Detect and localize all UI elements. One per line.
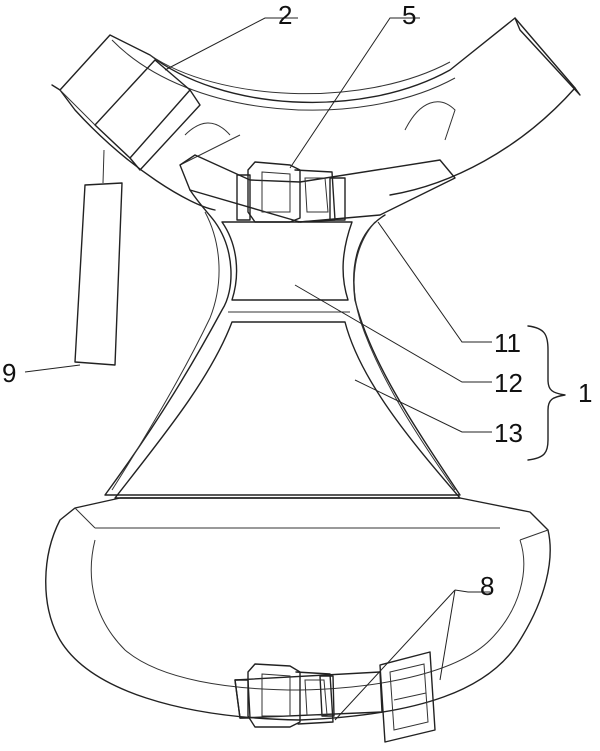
label-13: 13 [494, 418, 523, 448]
leader-lines [24, 17, 492, 721]
label-12: 12 [494, 368, 523, 398]
hanging-tag [74, 149, 123, 366]
label-9: 9 [2, 358, 16, 388]
top-buckle-icon [247, 161, 336, 223]
bottom-strap [234, 671, 383, 719]
belly-band [45, 497, 551, 721]
slider-ring-icon [379, 651, 436, 743]
chest-panel [221, 221, 353, 301]
label-8: 8 [480, 571, 494, 601]
label-5: 5 [402, 0, 416, 30]
neck-strap [51, 17, 581, 211]
label-11: 11 [494, 328, 521, 358]
label-1: 1 [578, 378, 592, 408]
group-brace [527, 325, 566, 461]
chest-strap [179, 154, 456, 223]
bottom-buckle-icon [247, 663, 334, 728]
label-2: 2 [278, 0, 292, 30]
body-frame [104, 189, 461, 496]
strap-end-woven-patch [59, 59, 241, 171]
